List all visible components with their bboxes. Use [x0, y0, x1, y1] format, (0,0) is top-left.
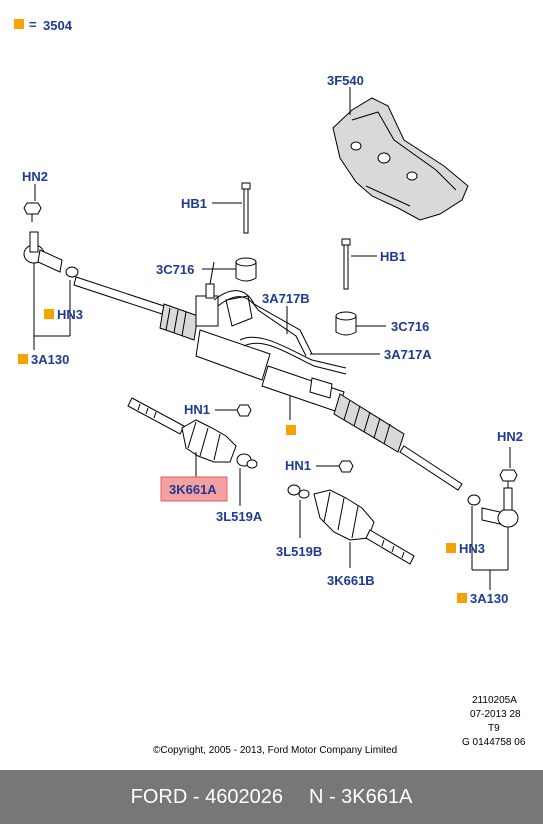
bushing-3C716-left [235, 257, 257, 282]
ref-line-3: T9 [488, 723, 500, 734]
hn3-left-square-icon [44, 309, 54, 319]
nut-hn2-left [23, 202, 42, 222]
nut-hn1-upper [236, 404, 252, 417]
bushing-3C716-right [335, 311, 357, 336]
bolt-hb1-lower [341, 238, 351, 290]
label-3A717B: 3A717B [262, 291, 310, 306]
tie-rod-right-shaft [399, 445, 463, 491]
ref-line-4: G 0144758 06 [462, 737, 526, 748]
label-3A130-right: 3A130 [470, 591, 508, 606]
nut-hn1-lower [338, 460, 354, 473]
heat-shield-3F540 [332, 97, 469, 221]
inner-tie-rod-3K661B [287, 484, 415, 565]
label-3A717A: 3A717A [384, 347, 432, 362]
label-3L519A: 3L519A [216, 509, 263, 524]
hn3-right-square-icon [446, 543, 456, 553]
3A130-right-square-icon [457, 593, 467, 603]
rack-assembly-square-icon [286, 425, 296, 435]
highlight-3K661A [160, 476, 228, 502]
ref-line-2: 07-2013 28 [470, 709, 521, 720]
label-3F540: 3F540 [327, 73, 364, 88]
label-3L519B: 3L519B [276, 544, 322, 559]
label-hn3-right: HN3 [459, 541, 485, 556]
label-hn1-upper: HN1 [184, 402, 210, 417]
copyright-text: ©Copyright, 2005 - 2013, Ford Motor Comp… [153, 745, 397, 756]
parts-diagram: = 3504 3F540 HN2 HN3 3A130 HB1 [14, 17, 526, 756]
label-3C716-right: 3C716 [391, 319, 429, 334]
label-hn2-right: HN2 [497, 429, 523, 444]
label-hn2-left: HN2 [22, 169, 48, 184]
bolt-hb1-upper [241, 182, 251, 234]
tie-rod-end-right [467, 487, 519, 528]
label-3A130-left: 3A130 [31, 352, 69, 367]
tie-rod-left-shaft [73, 276, 165, 315]
label-3K661A: 3K661A [169, 482, 217, 497]
footer-part-number: FORD - 4602026 [130, 785, 283, 808]
legend-equals: = [29, 17, 37, 32]
label-3C716-left: 3C716 [156, 262, 194, 277]
ref-line-1: 2110205A [472, 695, 517, 706]
footer-bar: FORD - 4602026 N - 3K661A [0, 770, 543, 824]
tie-rod-end-left [23, 231, 79, 278]
nut-hn2-right [499, 469, 518, 490]
footer-part-code: N - 3K661A [308, 785, 413, 808]
label-hn3-left: HN3 [57, 307, 83, 322]
label-3K661B: 3K661B [327, 573, 375, 588]
label-hn1-lower: HN1 [285, 458, 311, 473]
steering-rack-assembly [159, 261, 405, 453]
label-hb1-upper: HB1 [181, 196, 207, 211]
legend-code: 3504 [43, 18, 73, 33]
label-hb1-lower: HB1 [380, 249, 406, 264]
legend-square-icon [14, 19, 24, 29]
3A130-left-square-icon [18, 354, 28, 364]
inner-tie-rod-3K661A [127, 397, 258, 469]
